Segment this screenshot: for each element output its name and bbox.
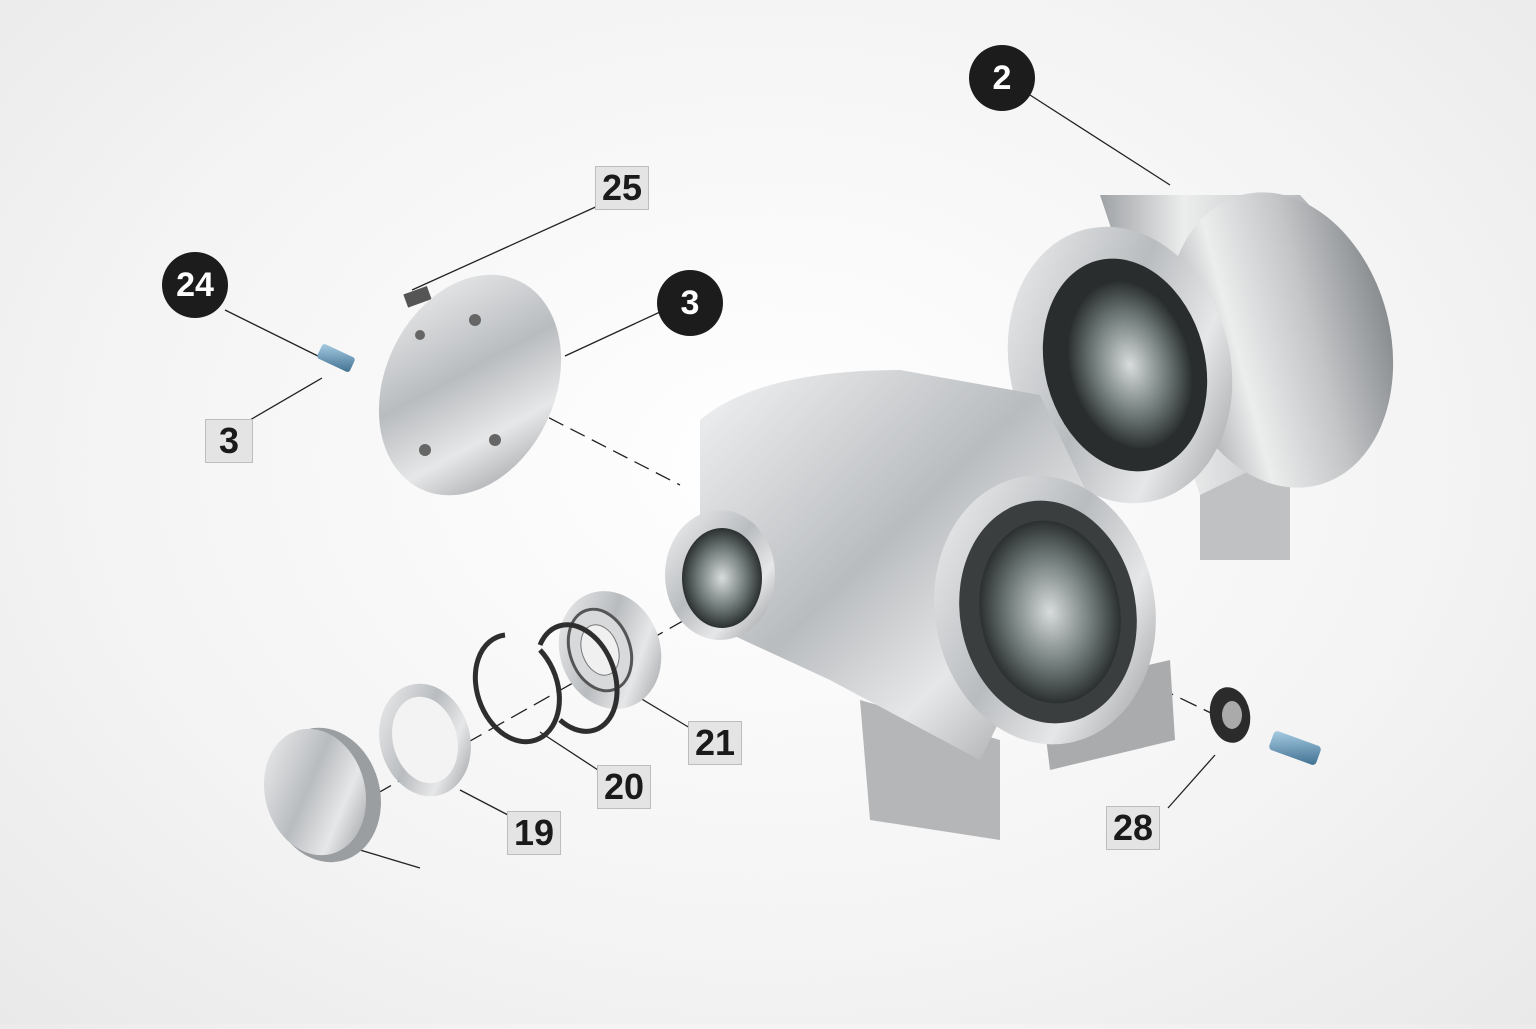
- part-housing-cylinder: [1007, 192, 1394, 560]
- callout-2: 2: [969, 45, 1035, 111]
- axis-line-cap: [359, 849, 421, 869]
- leader-line-24: [224, 309, 331, 363]
- part-ball-bearing: [558, 591, 662, 709]
- callout-3-circle: 3: [657, 270, 723, 336]
- part-grease-nipple: [317, 344, 355, 372]
- leader-line-25: [411, 204, 601, 291]
- leader-line-3b: [249, 377, 323, 421]
- leader-line-20: [539, 731, 599, 771]
- part-end-cap: [263, 727, 381, 863]
- leader-line-19: [459, 789, 509, 816]
- part-main-housing: [665, 370, 1175, 840]
- leader-line-3a: [564, 311, 661, 357]
- leader-line-28: [1167, 754, 1216, 809]
- part-cap-screw: [1269, 731, 1321, 765]
- callout-24: 24: [162, 252, 228, 318]
- part-spacer-ring: [379, 683, 471, 797]
- callout-28: 28: [1106, 806, 1161, 850]
- part-seal-washer: [1209, 687, 1251, 743]
- callout-21: 21: [688, 721, 743, 765]
- leader-line-2: [1029, 94, 1171, 186]
- callout-20: 20: [597, 765, 652, 809]
- part-end-cover-plate: [378, 274, 562, 496]
- callout-25: 25: [595, 166, 650, 210]
- callout-3-box: 3: [205, 419, 253, 463]
- part-circlips: [472, 622, 620, 745]
- callout-19: 19: [507, 811, 562, 855]
